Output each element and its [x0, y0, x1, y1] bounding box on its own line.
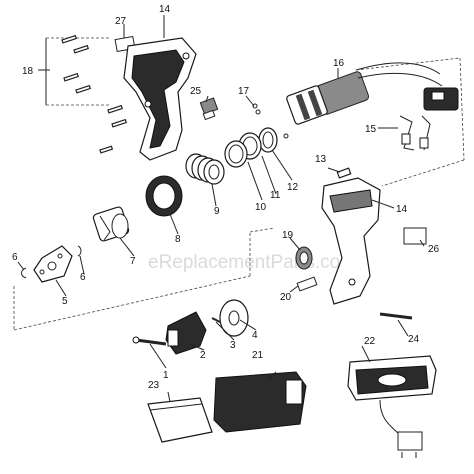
manual-23 [147, 397, 213, 443]
switch-block-15 [355, 57, 465, 187]
bit-24 [379, 312, 413, 320]
callout-23: 23 [148, 380, 160, 391]
housing-left-half [123, 37, 197, 161]
bit-holder-1 [132, 336, 167, 346]
callout-22: 22 [364, 336, 376, 347]
callout-6-right: 6 [80, 272, 86, 283]
battery-21 [213, 371, 307, 433]
screw-set-18 [38, 34, 127, 154]
callout-3: 3 [230, 340, 236, 351]
charger-22 [347, 355, 437, 458]
callout-9: 9 [214, 206, 220, 217]
callout-17: 17 [238, 86, 250, 97]
chuck-2 [165, 311, 207, 355]
pin-6-left [21, 267, 27, 279]
leader-lines [17, 15, 425, 403]
switch-25 [199, 97, 219, 121]
callout-7: 7 [130, 256, 136, 267]
ring-12 [258, 127, 278, 153]
motor-assembly [286, 62, 443, 125]
callout-11: 11 [270, 190, 281, 201]
callout-18: 18 [22, 66, 34, 77]
housing-right-half [321, 177, 381, 305]
callout-8: 8 [175, 234, 181, 245]
callout-25: 25 [190, 86, 202, 97]
callout-1: 1 [163, 370, 169, 381]
callout-10: 10 [255, 202, 267, 213]
callout-14-bottom: 14 [396, 204, 408, 215]
callout-13: 13 [315, 154, 327, 165]
spring-9 [185, 153, 225, 185]
callout-12: 12 [287, 182, 299, 193]
callout-27: 27 [115, 16, 127, 27]
ring-10 [224, 140, 248, 168]
gear-ring-8 [145, 175, 183, 217]
callout-26: 26 [428, 244, 440, 255]
screws-17 [252, 103, 289, 139]
badge-19 [295, 246, 313, 270]
clutch-7 [92, 206, 130, 242]
callout-20: 20 [280, 292, 292, 303]
label-plate-26 [403, 227, 427, 245]
brush-13 [336, 167, 352, 179]
callout-5: 5 [62, 296, 68, 307]
pin-6-right [77, 245, 82, 257]
washer-4 [219, 299, 249, 337]
callout-16: 16 [333, 58, 345, 69]
callout-2: 2 [200, 350, 206, 361]
pad-20 [296, 276, 318, 292]
callout-21: 21 [252, 350, 264, 361]
callout-14-top: 14 [159, 4, 171, 15]
screw-3 [211, 317, 221, 323]
callout-4: 4 [252, 330, 258, 341]
callout-15: 15 [365, 124, 377, 135]
callout-labels: 14 27 18 16 25 17 15 13 12 11 10 9 14 8 … [12, 4, 440, 391]
assembly-frame [13, 227, 275, 331]
callout-6-left: 6 [12, 252, 18, 263]
callout-19: 19 [282, 230, 294, 241]
callout-24: 24 [408, 334, 420, 345]
watermark: eReplacementParts.com [148, 252, 356, 273]
plate-5 [33, 245, 73, 283]
